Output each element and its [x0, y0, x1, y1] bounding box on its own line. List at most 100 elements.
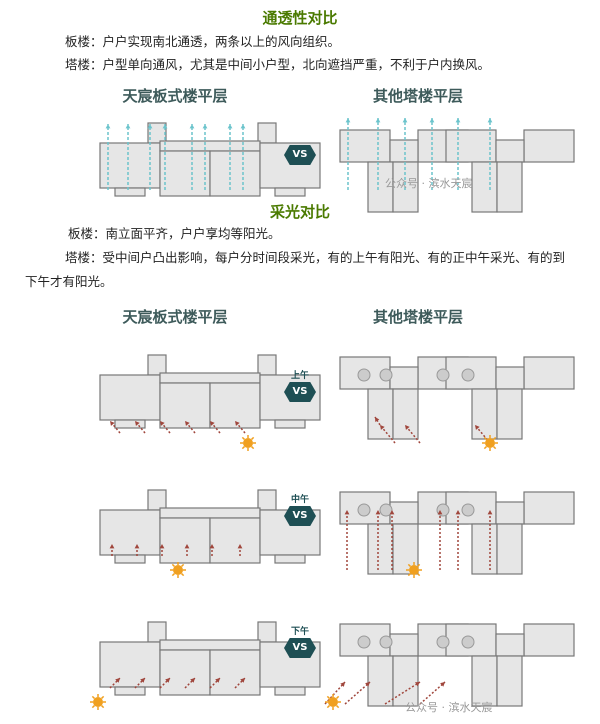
time-label-afternoon: 下午 — [290, 627, 309, 637]
sun-ray — [251, 436, 255, 440]
sunlight-arrow-icon-head — [389, 510, 395, 515]
wind-arrow-icon-head — [402, 118, 408, 123]
wind-arrow-icon-head — [240, 124, 246, 129]
sun-ray — [417, 563, 421, 567]
vs-badge: VS — [284, 382, 316, 402]
floorplan-room — [367, 523, 394, 575]
wind-arrow-icon-head — [227, 124, 233, 129]
stair-core — [147, 621, 167, 643]
sunlight-arrow-icon-head — [365, 682, 370, 687]
floorplan-room — [392, 388, 419, 440]
sunlight-arrow-icon-head — [190, 678, 195, 683]
ventilation-slab-text: 板楼：户户实现南北通透，两条以上的风向组织。 — [65, 34, 341, 49]
sunlight-arrow-icon-head — [109, 544, 115, 549]
sunlight-arrow-icon-head — [159, 544, 165, 549]
floorplan-room — [159, 507, 261, 519]
floorplan-room — [392, 655, 419, 707]
sun-ray — [101, 705, 105, 709]
stair-core — [257, 354, 277, 376]
floorplan-room — [159, 372, 261, 384]
sun-ray — [241, 436, 245, 440]
sunlight-arrow-icon-head — [135, 421, 140, 426]
floorplan-room — [99, 142, 161, 189]
wind-arrow-icon-head — [189, 124, 195, 129]
floorplan-room — [114, 686, 146, 696]
sun-ray — [407, 563, 411, 567]
floorplan-room — [523, 623, 575, 657]
sunlight-arrow-icon-head — [340, 682, 345, 687]
stair-core — [257, 621, 277, 643]
watermark: 公众号 · 滨水天宸 — [405, 701, 493, 714]
stair-core — [147, 489, 167, 511]
floorplan-room — [159, 517, 211, 564]
sunlight-arrow-icon-head — [184, 544, 190, 549]
vs-badge: VS — [284, 638, 316, 658]
shade-marker — [357, 503, 371, 517]
lighting-slab-text: 板楼：南立面平齐，户户享均等阳光。 — [68, 226, 281, 241]
floorplan-room — [471, 388, 498, 440]
sun-ray — [251, 446, 255, 450]
vs-badge: VS — [284, 506, 316, 526]
floorplan-room — [496, 388, 523, 440]
stair-core — [257, 489, 277, 511]
floorplan-room — [471, 523, 498, 575]
floorplan-room — [99, 641, 161, 688]
floorplan-room — [274, 686, 306, 696]
sun-ray — [336, 705, 340, 709]
slab-plan-heading: 天宸板式楼平层 — [122, 308, 228, 326]
floorplan-room — [159, 649, 211, 696]
lighting-title: 采光对比 — [269, 203, 330, 221]
sun-ray — [407, 573, 411, 577]
sun-ray — [91, 705, 95, 709]
floorplan-room — [389, 139, 419, 163]
floorplan-room — [159, 382, 211, 429]
stair-core — [257, 122, 277, 144]
floorplan-room — [159, 639, 261, 651]
sunlight-arrow-icon-head — [237, 544, 243, 549]
vs-badge: VS — [284, 145, 316, 165]
sun-ray — [493, 436, 497, 440]
sun-ray — [326, 695, 330, 699]
sun-icon — [328, 697, 338, 707]
sunlight-arrow-icon-head — [415, 682, 420, 687]
wind-arrow-icon-head — [125, 124, 131, 129]
sunlight-arrow-icon-head — [487, 510, 493, 515]
floorplan-room — [367, 655, 394, 707]
sun-ray — [336, 695, 340, 699]
floorplan-room — [209, 517, 261, 564]
sunlight-arrow-icon-head — [240, 678, 245, 683]
floorplan-room — [99, 374, 161, 421]
sun-ray — [171, 573, 175, 577]
slab-plan-heading: 天宸板式楼平层 — [122, 87, 228, 105]
sunlight-arrow-icon-head — [455, 510, 461, 515]
wind-arrow-icon-head — [487, 118, 493, 123]
sunlight-arrow-icon-head — [215, 678, 220, 683]
sunlight-arrow-icon-head — [344, 510, 350, 515]
floorplan-room — [389, 366, 419, 390]
sunlight-arrow-icon — [344, 681, 371, 705]
tower-plan-heading: 其他塔楼平层 — [372, 308, 463, 326]
ventilation-tower-text: 塔楼：户型单向通风，尤其是中间小户型，北向遮挡严重，不利于户内换风。 — [65, 57, 491, 72]
wind-arrow-icon-head — [455, 118, 461, 123]
wind-arrow-icon-head — [345, 118, 351, 123]
floorplan-room — [471, 161, 498, 213]
floorplan-room — [159, 140, 261, 152]
floorplan-room — [496, 523, 523, 575]
sun-ray — [91, 695, 95, 699]
sun-ray — [241, 446, 245, 450]
floorplan-room — [389, 501, 419, 525]
sunlight-arrow-icon-head — [140, 678, 145, 683]
floorplan-room — [495, 633, 525, 657]
floorplan-room — [523, 491, 575, 525]
sunlight-arrow-icon — [419, 681, 446, 705]
sunlight-arrow-icon-head — [160, 421, 165, 426]
lighting-tower-text: 塔楼：受中间户凸出影响，每户分时间段采光，有的上午有阳光、有的正中午采光、有的到… — [25, 250, 566, 289]
sun-ray — [483, 446, 487, 450]
floorplan-room — [114, 554, 146, 564]
shade-marker — [461, 635, 475, 649]
shade-marker — [436, 368, 450, 382]
sun-ray — [101, 695, 105, 699]
floorplan-room — [367, 161, 394, 213]
time-label-noon: 中午 — [290, 495, 309, 505]
floorplan-room — [523, 356, 575, 390]
